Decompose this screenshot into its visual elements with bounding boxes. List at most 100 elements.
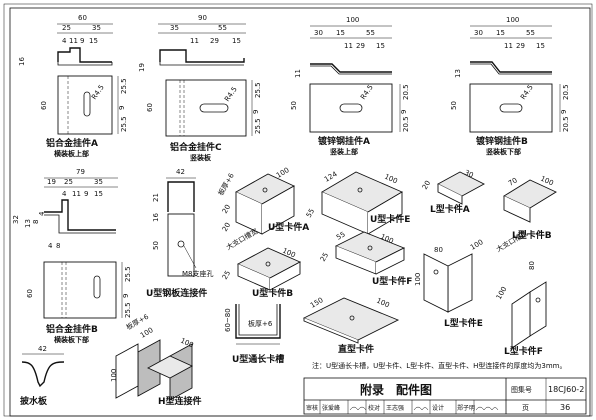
figure-u-clip-b: 大支口槽宽 100 25 U型卡件B xyxy=(221,226,302,299)
dim-label: 30 xyxy=(314,29,323,37)
dim-label: 80 xyxy=(434,246,443,254)
dim-label: 4 xyxy=(62,190,67,198)
design-name: 郑子明 xyxy=(457,404,475,412)
dim-label: 55 xyxy=(305,207,316,219)
signature-mark xyxy=(475,406,499,411)
dim-label: 124 xyxy=(323,170,339,184)
dim-label: 15 xyxy=(496,29,505,37)
dim-label: 19 xyxy=(47,178,56,186)
dim-label: 60~80 xyxy=(224,308,232,332)
dim-label: 4 xyxy=(38,211,46,216)
dim-label: 29 xyxy=(356,42,365,50)
dim-label: 19 xyxy=(138,63,146,72)
figure-galv-hanger-a: 100 30 15 55 11 29 15 11 R4.5 50 20.5 9 … xyxy=(290,16,410,156)
dim-label: 50 xyxy=(290,101,298,110)
dim-label: 15 xyxy=(94,190,103,198)
figure-u-channel: 60~80 板厚+6 U型通长卡槽 xyxy=(224,304,284,365)
figure-caption: U型钢板连接件 xyxy=(146,287,207,299)
inner-frame xyxy=(9,7,591,417)
figure-l-clip-e: 80 100 100 L型卡件E xyxy=(414,238,485,329)
figure-subcaption: 竖装上部 xyxy=(330,147,358,156)
dim-label: 25.5 xyxy=(254,118,262,134)
dim-label: 9 xyxy=(80,37,84,45)
dim-label: 9 xyxy=(252,110,260,114)
dim-label: 150 xyxy=(309,296,325,310)
figure-caption: L型卡件F xyxy=(504,345,543,357)
dim-label: 100 xyxy=(375,297,391,310)
dim-label: 11 xyxy=(69,37,78,45)
figure-galv-hanger-b: 100 30 15 55 11 29 15 13 R4.5 50 20.5 9 … xyxy=(450,16,570,156)
dim-label: 9 xyxy=(400,110,408,114)
dim-label: 20 xyxy=(221,203,232,215)
dim-label: 25.5 xyxy=(120,116,128,132)
dim-label: 15 xyxy=(336,29,345,37)
atlas-number: 18CJ60-2 xyxy=(548,385,584,394)
dim-label: 8 xyxy=(56,242,60,250)
check-label: 校对 xyxy=(368,404,380,412)
figure-caption: L型卡件E xyxy=(444,317,483,329)
dim-label: 25 xyxy=(319,251,330,263)
dim-label: 8 xyxy=(32,220,40,224)
dim-label: 100 xyxy=(383,173,399,186)
figure-caption: 铝合金挂件C xyxy=(170,141,222,153)
dim-label: 25 xyxy=(62,24,71,32)
dim-label: 55 xyxy=(526,29,535,37)
dim-label: 25.5 xyxy=(124,302,132,318)
dim-label: 55 xyxy=(218,24,227,32)
dim-label: 15 xyxy=(89,37,98,45)
dim-label: 9 xyxy=(122,294,130,298)
dim-label: 16 xyxy=(18,57,26,66)
general-note: 注：U型通长卡槽，U型卡件、L型卡件、直型卡件、H型连接件的厚度均为3mm。 xyxy=(312,361,567,370)
dim-label: 100 xyxy=(506,16,519,24)
dim-label: 4 xyxy=(48,242,53,250)
figure-al-hanger-a: 60 25 35 4 11 9 15 16 R4.5 60 25.5 9 25.… xyxy=(18,14,128,158)
dim-label: 15 xyxy=(232,37,241,45)
dim-label: 100 xyxy=(495,285,509,301)
dim-label: 55 xyxy=(366,29,375,37)
dim-label: 20 xyxy=(421,179,432,191)
dim-label: 25 xyxy=(221,269,232,281)
dim-label: 25 xyxy=(64,178,73,186)
drawing-title: 附录 配件图 xyxy=(360,382,432,397)
figure-drip-plate: 42 披水板 xyxy=(20,345,65,407)
dim-label: 13 xyxy=(24,219,32,228)
figure-caption: U型通长卡槽 xyxy=(232,353,284,365)
figure-subcaption: 竖装板 xyxy=(190,153,212,162)
signature-mark xyxy=(413,406,429,411)
figure-caption: L型卡件A xyxy=(430,203,470,215)
figure-caption: U型卡件E xyxy=(370,213,410,225)
dim-label: 32 xyxy=(12,215,20,224)
dim-label: 35 xyxy=(170,24,179,32)
dim-label: 9 xyxy=(560,110,568,114)
figure-u-clip-a: 板厚+6 100 20 20 U型卡件A xyxy=(216,166,309,235)
dim-label: 30 xyxy=(463,169,474,180)
dim-label: 80 xyxy=(528,261,536,270)
dim-label: 20.5 xyxy=(402,116,410,132)
figure-caption: U型卡件A xyxy=(268,221,309,233)
dim-label: 11 xyxy=(504,42,513,50)
dim-label: M8支座孔 xyxy=(182,269,214,278)
check-name: 王志强 xyxy=(386,404,404,412)
dim-label: 79 xyxy=(76,168,85,176)
dim-label: 100 xyxy=(275,166,291,180)
dim-label: 25.5 xyxy=(254,82,262,98)
review-name: 张爱峰 xyxy=(322,404,340,412)
figure-caption: 镀锌钢挂件A xyxy=(318,135,370,147)
dim-label: 100 xyxy=(110,369,118,382)
figure-caption: H型连接件 xyxy=(158,395,202,407)
dim-label: 16 xyxy=(152,213,160,222)
page-number: 36 xyxy=(560,403,570,412)
dim-label: 42 xyxy=(38,345,47,353)
dim-label: 100 xyxy=(469,238,485,252)
dim-label: 35 xyxy=(92,24,101,32)
dim-label: 60 xyxy=(78,14,87,22)
design-label: 设计 xyxy=(432,404,444,412)
figure-caption: 镀锌钢挂件B xyxy=(476,135,528,147)
figure-caption: L型卡件B xyxy=(512,229,552,241)
dim-label: 20 xyxy=(221,221,232,233)
dim-label: 大支口槽宽 xyxy=(225,226,260,251)
dim-label: 9 xyxy=(84,190,88,198)
dim-label: 55 xyxy=(335,230,347,241)
figure-h-connector: 板厚+6 100 100 100 H型连接件 xyxy=(110,312,202,407)
